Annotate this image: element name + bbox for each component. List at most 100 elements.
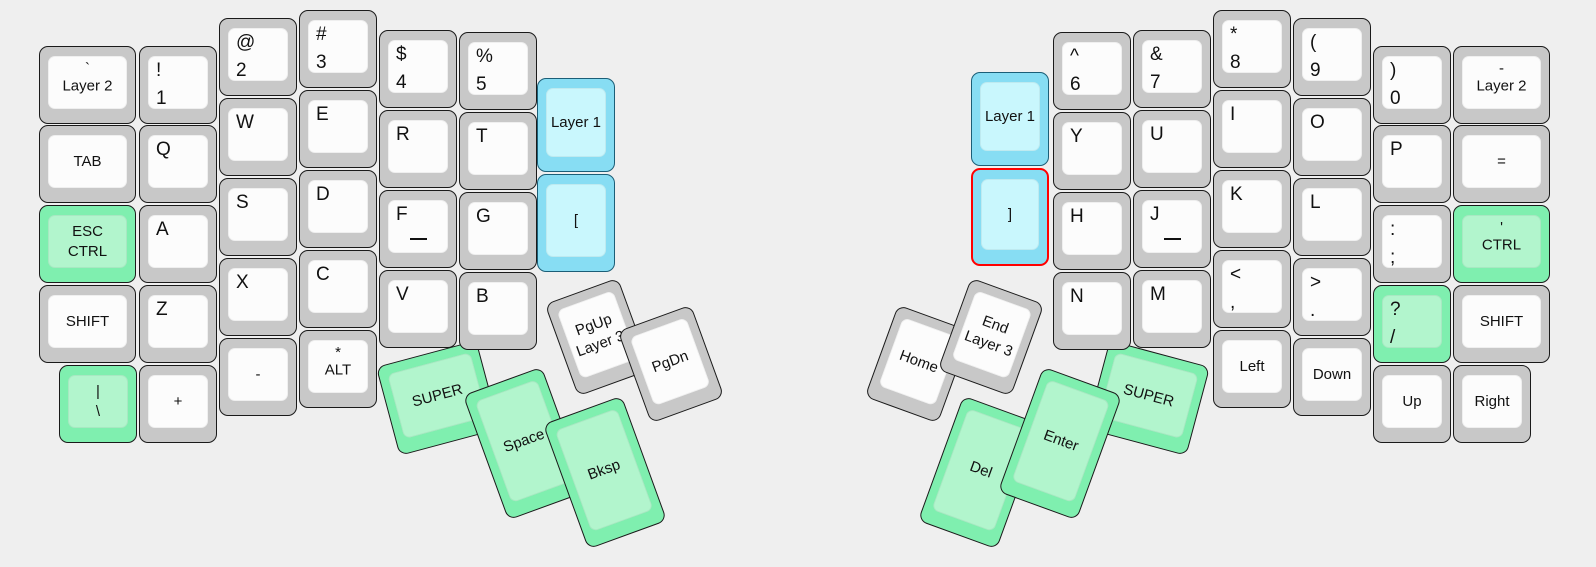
key-l-g[interactable]: G [459, 192, 537, 270]
legend-shifted: % [476, 46, 493, 67]
legend-shifted: Y [1070, 126, 1083, 147]
key-l-q[interactable]: Q [139, 125, 217, 203]
key-r-8[interactable]: *8 [1213, 10, 1291, 88]
key-l-a[interactable]: A [139, 205, 217, 283]
keycap-surface: R [388, 120, 448, 173]
key-l-layer1[interactable]: Layer 1 [537, 78, 615, 172]
key-l-shift[interactable]: SHIFT [39, 285, 136, 363]
legend-base: 6 [1070, 74, 1081, 95]
key-l-v[interactable]: V [379, 270, 457, 348]
legend-shifted: W [236, 112, 254, 133]
key-l-e[interactable]: E [299, 90, 377, 168]
key-r-right[interactable]: Right [1453, 365, 1531, 443]
key-l-grave-layer2[interactable]: `Layer 2 [39, 46, 136, 124]
key-l-star-alt[interactable]: *ALT [299, 330, 377, 408]
legend-base: 0 [1390, 88, 1401, 109]
key-r-layer1[interactable]: Layer 1 [971, 72, 1049, 166]
legend-base: , [1230, 292, 1236, 313]
keycap-surface: SHIFT [1462, 295, 1541, 348]
key-r-i[interactable]: I [1213, 90, 1291, 168]
legend-label: = [1497, 152, 1506, 170]
keycap-surface: Right [1462, 375, 1522, 428]
key-l-c[interactable]: C [299, 250, 377, 328]
key-r-k[interactable]: K [1213, 170, 1291, 248]
key-l-r[interactable]: R [379, 110, 457, 188]
key-r-j[interactable]: J [1133, 190, 1211, 268]
keycap-surface: Y [1062, 122, 1122, 175]
key-r-quote-ctrl[interactable]: 'CTRL [1453, 205, 1550, 283]
keycap-surface: B [468, 282, 528, 335]
legend-shifted: Q [156, 139, 171, 160]
keycap-surface: S [228, 188, 288, 241]
keycap-surface: ?/ [1382, 295, 1442, 348]
key-r-9[interactable]: (9 [1293, 18, 1371, 96]
keycap-surface: Up [1382, 375, 1442, 428]
key-l-pipe-backslash[interactable]: |\ [59, 365, 137, 443]
legend-shifted: U [1150, 124, 1164, 145]
legend-base: 1 [156, 88, 167, 109]
key-l-plus[interactable]: + [139, 365, 217, 443]
key-l-tab[interactable]: TAB [39, 125, 136, 203]
key-r-u[interactable]: U [1133, 110, 1211, 188]
key-r-0[interactable]: )0 [1373, 46, 1451, 124]
keycap-surface: N [1062, 282, 1122, 335]
key-r-left[interactable]: Left [1213, 330, 1291, 408]
legend-shifted: L [1310, 192, 1321, 213]
legend-shifted: ' [1500, 219, 1503, 236]
legend-shifted: B [476, 286, 489, 307]
key-r-slash[interactable]: ?/ [1373, 285, 1451, 363]
keycap-surface: E [308, 100, 368, 153]
key-r-equals[interactable]: = [1453, 125, 1550, 203]
key-r-h[interactable]: H [1053, 192, 1131, 270]
key-l-t[interactable]: T [459, 112, 537, 190]
legend-shifted: ? [1390, 299, 1401, 320]
key-r-n[interactable]: N [1053, 272, 1131, 350]
key-r-6[interactable]: ^6 [1053, 32, 1131, 110]
key-r-m[interactable]: M [1133, 270, 1211, 348]
key-l-minus[interactable]: - [219, 338, 297, 416]
key-l-5[interactable]: %5 [459, 32, 537, 110]
keycap-surface: L [1302, 188, 1362, 241]
key-r-7[interactable]: &7 [1133, 30, 1211, 108]
legend-shifted: V [396, 284, 409, 305]
key-l-lbracket[interactable]: [ [537, 174, 615, 272]
keycap-surface: -Layer 2 [1462, 56, 1541, 109]
key-l-3[interactable]: #3 [299, 10, 377, 88]
keycap-surface: Layer 1 [546, 88, 606, 157]
key-r-y[interactable]: Y [1053, 112, 1131, 190]
key-r-minus-layer2[interactable]: -Layer 2 [1453, 46, 1550, 124]
key-l-x[interactable]: X [219, 258, 297, 336]
key-l-4[interactable]: $4 [379, 30, 457, 108]
legend-label: CTRL [1481, 235, 1522, 253]
key-r-enter[interactable]: Enter [997, 366, 1123, 521]
key-r-p[interactable]: P [1373, 125, 1451, 203]
legend-label: Right [1474, 392, 1510, 410]
key-r-o[interactable]: O [1293, 98, 1371, 176]
key-r-up[interactable]: Up [1373, 365, 1451, 443]
key-l-f[interactable]: F [379, 190, 457, 268]
key-r-l[interactable]: L [1293, 178, 1371, 256]
key-l-z[interactable]: Z [139, 285, 217, 363]
key-l-1[interactable]: !1 [139, 46, 217, 124]
key-l-2[interactable]: @2 [219, 18, 297, 96]
key-r-comma[interactable]: <, [1213, 250, 1291, 328]
legend-base: 5 [476, 74, 487, 95]
legend-label: Up [1402, 392, 1422, 410]
key-r-rbracket[interactable]: ] [971, 168, 1049, 266]
key-r-shift[interactable]: SHIFT [1453, 285, 1550, 363]
key-r-semicolon[interactable]: :; [1373, 205, 1451, 283]
key-l-w[interactable]: W [219, 98, 297, 176]
key-r-down[interactable]: Down [1293, 338, 1371, 416]
legend-label: + [173, 392, 183, 410]
key-l-b[interactable]: B [459, 272, 537, 350]
keycap-surface: W [228, 108, 288, 161]
key-r-period[interactable]: >. [1293, 258, 1371, 336]
key-l-s[interactable]: S [219, 178, 297, 256]
key-l-d[interactable]: D [299, 170, 377, 248]
keycap-surface: &7 [1142, 40, 1202, 93]
legend-shifted: F [396, 204, 408, 225]
